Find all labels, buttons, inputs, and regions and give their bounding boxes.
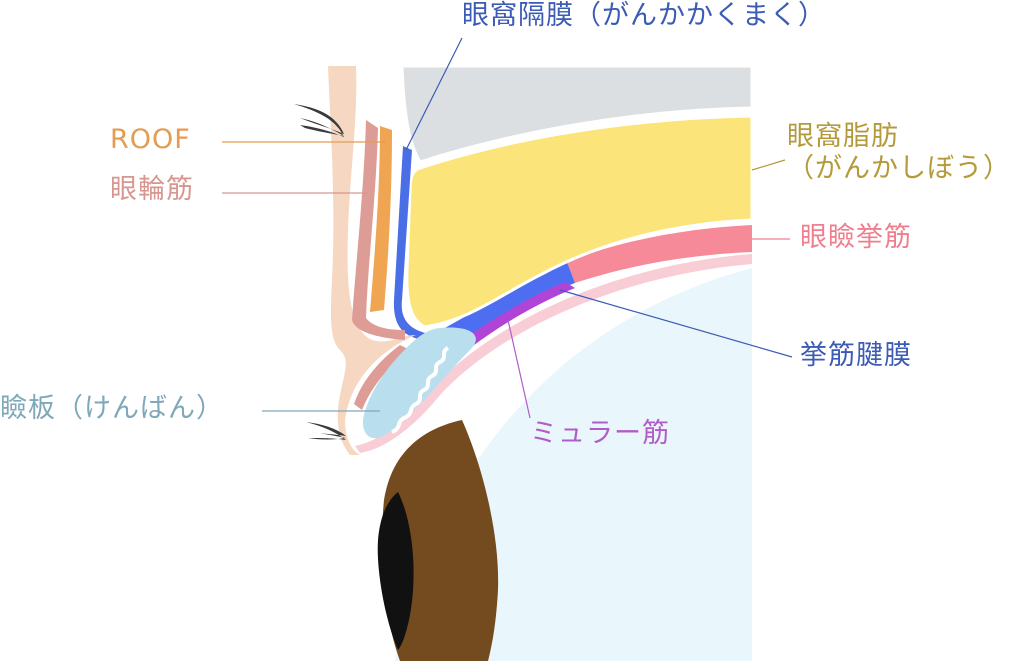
lower-eyelash (306, 422, 346, 440)
label-orbital-fat: 眼窩脂肪 （がんかしぼう） (787, 121, 1011, 186)
label-aponeurosis: 挙筋腱膜 (800, 340, 912, 371)
upper-eyelash (294, 104, 344, 137)
roof (370, 126, 392, 312)
label-orbital-fat-line1: 眼窩脂肪 (787, 121, 899, 152)
orbital-fat (405, 114, 754, 329)
levator-aponeurosis (430, 262, 575, 338)
label-tarsus: 瞼板（けんばん） (0, 393, 224, 424)
tarsal-gland-wave (391, 346, 450, 434)
septum-leader (405, 37, 463, 151)
orbital-septum (393, 146, 430, 340)
label-roof: ROOF (110, 124, 191, 155)
label-orbicularis: 眼輪筋 (110, 174, 194, 205)
label-orbital-fat-line2: （がんかしぼう） (787, 153, 1011, 185)
aponeurosis-leader (559, 289, 793, 358)
orbital-bone (400, 64, 754, 164)
muller-muscle (462, 282, 575, 348)
orbicularis-upper (352, 120, 405, 340)
label-levator: 眼瞼挙筋 (800, 222, 912, 253)
eyelid-skin (328, 66, 416, 455)
tarsus (362, 327, 476, 439)
label-muller: ミュラー筋 (530, 418, 670, 449)
label-orbital-septum: 眼窩隔膜（がんかかくまく） (462, 0, 826, 31)
conjunctiva (355, 254, 752, 453)
pupil (377, 492, 414, 650)
muller-leader (507, 319, 531, 419)
fat-leader (751, 159, 786, 171)
levator-muscle (567, 225, 752, 283)
